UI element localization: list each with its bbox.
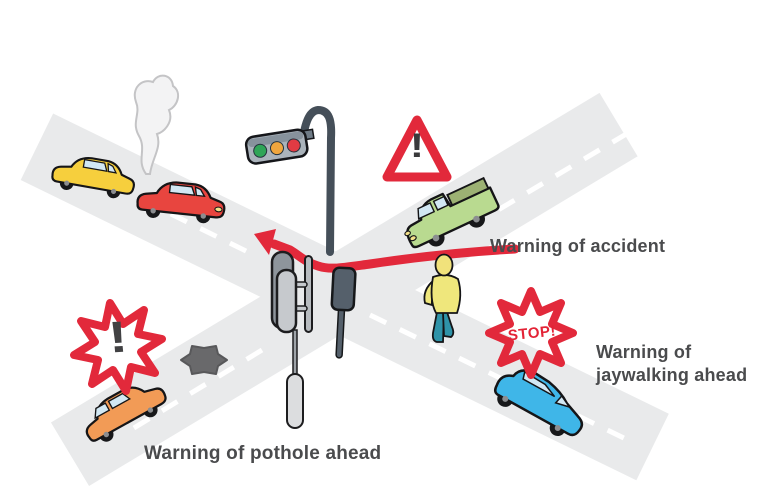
traffic-light-pole: [299, 105, 336, 256]
orange-car: [85, 386, 167, 442]
wheel-hub: [147, 407, 154, 413]
starburst-stop-icon: [485, 287, 577, 379]
jaywalking-warning-label: Warning of jaywalking ahead: [596, 341, 747, 387]
green-pickup-headlight: [404, 230, 411, 237]
turn-arrow-shaft: [269, 239, 520, 273]
star-exclamation-text: !: [106, 312, 130, 363]
red-car-headlight: [214, 206, 223, 213]
sign-pole-right: [304, 255, 313, 333]
yellow-car-side-window: [82, 158, 108, 173]
red-light: [286, 138, 301, 153]
wheel-hub: [150, 208, 156, 214]
orange-car-body: [85, 386, 167, 442]
wheel-hub: [432, 234, 440, 242]
orange-car-rear-window: [94, 402, 111, 420]
warning-triangle-icon: [382, 115, 452, 182]
sign-back-slate-group: [330, 266, 357, 359]
wheel-hub: [111, 188, 117, 194]
lane-dash-se: [368, 312, 630, 443]
sign-cluster: [270, 250, 357, 429]
bollard-pole: [292, 329, 298, 377]
yellow-car: [51, 157, 135, 199]
turn-arrow-head: [254, 229, 276, 255]
green-light: [253, 143, 268, 158]
sign-back-slate: [330, 266, 357, 312]
pedestrian: [423, 253, 462, 343]
green-pickup: [404, 176, 500, 249]
yellow-car-windshield: [107, 162, 118, 174]
pedestrian-head: [434, 253, 454, 277]
orange-car-side-window: [107, 392, 131, 410]
triangle-exclamation-text: !: [409, 127, 425, 165]
red-car-windshield: [194, 186, 206, 198]
wheel-hub: [473, 215, 480, 223]
pedestrian-leg: [442, 310, 455, 338]
traffic-light: [244, 128, 315, 165]
lane-dash-sw: [122, 347, 264, 437]
bollard: [286, 373, 304, 429]
amber-light: [269, 141, 284, 156]
accident-warning-label: Warning of accident: [490, 236, 666, 256]
turn-arrow: [254, 229, 520, 273]
green-pickup-bed: [446, 176, 490, 207]
lane-dash-ne: [496, 130, 630, 213]
blue-car-quarter-window: [554, 394, 572, 409]
red-car: [136, 181, 226, 224]
wheel-hub: [103, 431, 109, 438]
pedestrian-torso: [430, 274, 462, 314]
wheel-hub: [554, 424, 561, 431]
pothole: [180, 345, 228, 375]
sign-back-front: [275, 268, 298, 334]
jaywalking-warning-line2: jaywalking ahead: [596, 365, 748, 385]
wheel-hub: [502, 395, 509, 402]
blue-car: [494, 369, 584, 437]
green-pickup-windshield: [417, 202, 436, 220]
wheel-hub: [200, 213, 206, 219]
smoke-plume: [133, 74, 180, 175]
green-pickup-side-window: [432, 195, 449, 211]
traffic-light-housing-top: [247, 131, 304, 147]
jaywalking-warning-line1: Warning of: [596, 342, 692, 362]
pothole-warning-label: Warning of pothole ahead: [144, 443, 382, 464]
starburst-exclamation-icon: [70, 299, 166, 395]
pedestrian-leg: [431, 310, 445, 343]
lane-markings: [80, 130, 630, 443]
green-pickup-headlight: [409, 235, 417, 242]
red-car-side-window: [168, 183, 196, 196]
wheel-hub: [64, 180, 70, 186]
red-car-body: [136, 181, 226, 219]
blue-car-body: [494, 369, 584, 437]
